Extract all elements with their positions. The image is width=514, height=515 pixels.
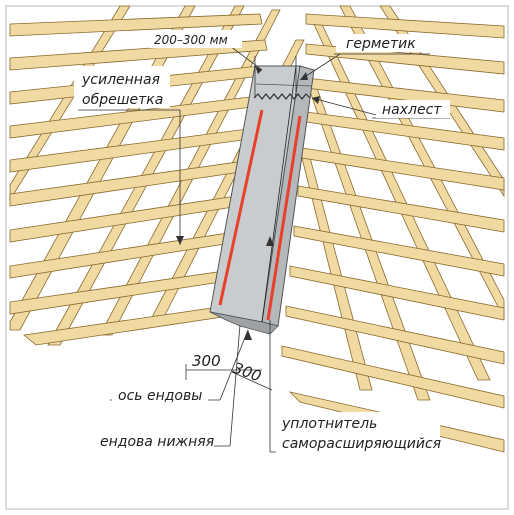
valley-axis-line [261,65,297,323]
seal-label-line2: саморасширяющийся [282,436,441,452]
reinforced-battens-label-line2: обрешетка [82,92,163,108]
valley-flashing [209,65,315,335]
arrow-heads [176,66,320,340]
overlap-dimension-label: 200–300 мм [154,33,228,47]
overlap-label: нахлест [382,102,442,118]
seal-strip-left [218,109,264,306]
labels: 200–300 мм герметик усиленная обрешетка … [74,30,450,454]
seal-label-line1: уплотнитель [281,416,377,432]
dimension-left-label: 300 [192,352,221,370]
sealant-label: герметик [346,36,416,52]
overlap-seam [253,93,311,100]
reinforced-battens-label-line1: усиленная [81,72,160,88]
valley-axis-label: ось ендовы [118,388,202,404]
lower-valley-label: ендова нижняя [100,434,214,450]
seal-strip-right [266,115,302,321]
